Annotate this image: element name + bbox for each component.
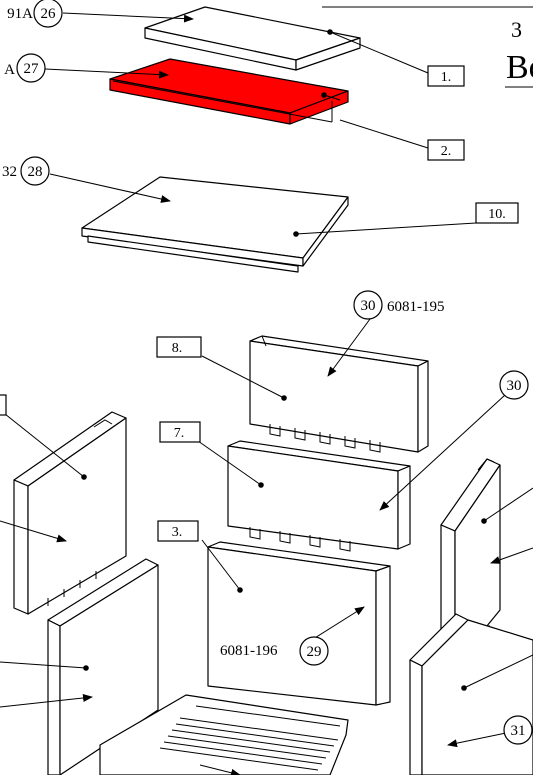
position-label-7-text: 7. bbox=[174, 426, 185, 441]
position-label-3-text: 3. bbox=[172, 525, 183, 540]
callout-30-code: 6081-195 bbox=[387, 299, 445, 315]
position-label-7: 7. bbox=[159, 421, 201, 443]
part-8-back-brick bbox=[249, 335, 429, 453]
left-side-upper-brick bbox=[13, 411, 127, 615]
position-label-2-text: 2. bbox=[441, 144, 452, 159]
callout-28-number: 28 bbox=[28, 164, 43, 180]
callout-30b-number: 30 bbox=[507, 378, 522, 394]
callout-26-number: 26 bbox=[41, 6, 57, 22]
callout-26: 91A 26 bbox=[7, 0, 63, 28]
position-label-2: 2. bbox=[427, 139, 465, 161]
callout-27-number: 27 bbox=[24, 61, 40, 77]
callout-29: 6081-196 29 bbox=[220, 636, 329, 666]
position-label-1-text: 1. bbox=[441, 70, 452, 85]
header-title: 3 Bo bbox=[322, 6, 533, 88]
position-label-10: 10. bbox=[475, 202, 519, 224]
position-label-8: 8. bbox=[156, 336, 202, 358]
right-side-lower-brick bbox=[409, 613, 533, 775]
callout-28-code: 32 bbox=[2, 164, 17, 180]
part-10-baffle-plate bbox=[81, 176, 349, 273]
callout-27-code: A bbox=[4, 62, 15, 78]
callout-30-number: 30 bbox=[361, 298, 376, 314]
grate bbox=[99, 694, 349, 775]
callout-29-code: 6081-196 bbox=[220, 643, 278, 659]
part-2-slab-highlighted bbox=[109, 58, 349, 125]
leader-lines bbox=[0, 12, 533, 775]
callout-29-number: 29 bbox=[307, 644, 322, 660]
callout-30-right: 30 bbox=[499, 370, 529, 400]
callout-28: 32 28 bbox=[2, 156, 50, 186]
position-label-3: 3. bbox=[157, 520, 199, 542]
callout-30-top: 30 6081-195 bbox=[353, 290, 445, 320]
callout-27: A 27 bbox=[4, 53, 46, 83]
title-fragment-top: 3 bbox=[511, 17, 522, 42]
part-3-back-brick bbox=[207, 541, 391, 706]
part-7-back-brick bbox=[227, 440, 411, 552]
callout-31: 31 bbox=[503, 715, 533, 745]
title-fragment-bottom: Bo bbox=[506, 49, 533, 86]
part-1-slab bbox=[144, 6, 361, 71]
callout-31-number: 31 bbox=[511, 723, 526, 739]
left-side-lower-brick bbox=[47, 558, 159, 775]
position-label-1: 1. bbox=[427, 65, 465, 87]
callout-26-code: 91A bbox=[7, 6, 33, 22]
position-label-8-text: 8. bbox=[172, 341, 183, 356]
position-label-10-text: 10. bbox=[488, 207, 506, 222]
position-label-cutoff bbox=[0, 394, 7, 416]
